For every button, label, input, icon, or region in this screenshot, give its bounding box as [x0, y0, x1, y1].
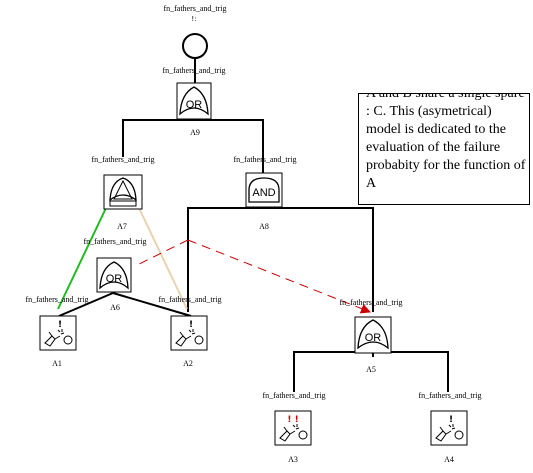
- gate-label: A7: [117, 222, 127, 231]
- spare-primary-link: [57, 207, 107, 310]
- node-caption: fn_fathers_and_trig: [83, 237, 146, 246]
- gate-label: A9: [190, 128, 200, 137]
- event-mark: !: [449, 415, 453, 425]
- or-gate-icon: [99, 261, 129, 290]
- top-event-circle-icon: [182, 33, 208, 59]
- dependency-arrow: [187, 239, 371, 314]
- comment-note[interactable]: A and B share a single spare : C. This (…: [358, 93, 530, 205]
- a6-fan-lines: [58, 292, 192, 317]
- basic-event-a2[interactable]: fn_fathers_and_trig ! A2: [158, 295, 221, 368]
- node-caption: fn_fathers_and_trig: [339, 298, 402, 307]
- gate-a9[interactable]: fn_fathers_and_trig OR A9: [162, 66, 225, 137]
- event-label: A1: [52, 359, 62, 368]
- node-caption: fn_fathers_and_trig: [418, 391, 481, 400]
- gate-a7[interactable]: fn_fathers_and_trig A7: [91, 155, 154, 231]
- gate-label: A6: [110, 303, 120, 312]
- basic-event-a3[interactable]: fn_fathers_and_trig ! ! A3: [262, 391, 325, 464]
- event-mark: !: [58, 320, 62, 330]
- gate-symbol: AND: [252, 187, 275, 199]
- event-mark: !: [189, 320, 193, 330]
- event-label: A3: [288, 455, 298, 464]
- node-caption: fn_fathers_and_trig: [262, 391, 325, 400]
- spare-secondary-link: [138, 207, 188, 310]
- event-label: A4: [444, 455, 454, 464]
- gate-symbol: OR: [106, 273, 123, 285]
- and-gate-icon: [248, 177, 280, 203]
- gate-symbol: OR: [186, 99, 203, 111]
- gate-a5[interactable]: fn_fathers_and_trig OR A5: [339, 298, 402, 374]
- node-caption: fn_fathers_and_trig: [158, 295, 221, 304]
- top-event-mark: !:: [191, 15, 196, 23]
- gate-label: A5: [366, 365, 376, 374]
- top-event[interactable]: fn_fathers_and_trig !:: [163, 4, 227, 59]
- failure-hand-icon: [44, 329, 73, 347]
- basic-event-a1[interactable]: fn_fathers_and_trig ! A1: [25, 295, 88, 368]
- event-mark: ! !: [287, 415, 298, 425]
- triangle-icon: [113, 179, 133, 200]
- event-label: A2: [183, 359, 193, 368]
- basic-event-a4[interactable]: fn_fathers_and_trig ! A4: [418, 391, 481, 464]
- node-caption: fn_fathers_and_trig: [25, 295, 88, 304]
- failure-hand-icon: [175, 329, 204, 347]
- node-caption: fn_fathers_and_trig: [233, 155, 296, 164]
- or-gate-icon: [357, 319, 389, 350]
- gate-a8[interactable]: fn_fathers_and_trig AND A8: [233, 155, 296, 231]
- dependency-arrow-tail: [134, 239, 189, 267]
- node-caption: fn_fathers_and_trig: [91, 155, 154, 164]
- gate-a6[interactable]: fn_fathers_and_trig OR A6: [83, 237, 146, 312]
- node-caption: fn_fathers_and_trig: [162, 66, 225, 75]
- node-caption: fn_fathers_and_trig: [163, 4, 226, 13]
- comment-note-text: A and B share a single spare : C. This (…: [366, 93, 526, 191]
- failure-hand-icon: [279, 424, 308, 442]
- gate-symbol: OR: [365, 332, 382, 344]
- or-gate-icon: [179, 86, 209, 116]
- gate-label: A8: [259, 222, 269, 231]
- failure-hand-icon: [435, 424, 464, 442]
